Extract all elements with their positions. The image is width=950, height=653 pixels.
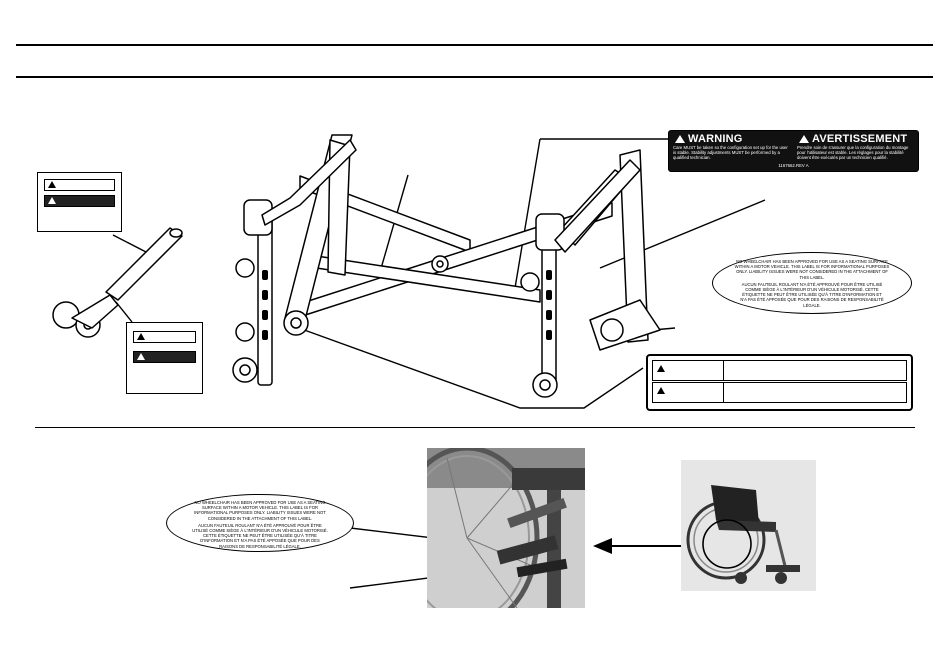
warning-triangle-icon: [48, 181, 56, 188]
top-rule: [16, 44, 933, 46]
warning-heading-fr: AVERTISSEMENT: [812, 133, 908, 145]
wheelchair-photo: [681, 460, 816, 591]
leader-line: [112, 234, 147, 253]
section-divider: [35, 427, 915, 428]
highlight-circle: [702, 519, 752, 569]
frame-closeup-photo: [427, 448, 585, 608]
warning-body-en: Care MUST be taken so the configuration …: [673, 145, 788, 160]
warning-triangle-icon: [48, 197, 56, 204]
warning-triangle-icon: [137, 333, 145, 340]
transport-label-top: NO WHEELCHAIR HAS BEEN APPROVED FOR USE …: [712, 252, 912, 314]
warning-triangle-icon: [657, 365, 665, 372]
warning-decal-upper: [37, 172, 122, 232]
warning-heading-en: WARNING: [688, 133, 743, 145]
warning-decal-lower: [126, 322, 203, 394]
transport-label-bottom: NO WHEELCHAIR HAS BEEN APPROVED FOR USE …: [166, 494, 354, 552]
transport-label-fr: AUCUN FAUTEUIL ROULANT N'A ÉTÉ APPROUVÉ …: [192, 522, 328, 549]
tipping-lever: [52, 227, 183, 338]
transport-label-fr: AUCUN FAUTEUIL ROULANT N'A ÉTÉ APPROUVÉ …: [740, 281, 884, 308]
leader-line: [514, 138, 541, 289]
warning-label-table: [646, 354, 913, 411]
arrow-icon: [593, 538, 612, 554]
stability-warning-label: WARNING AVERTISSEMENT Care MUST be taken…: [668, 130, 919, 172]
warning-triangle-icon: [675, 135, 685, 143]
warning-triangle-icon: [657, 387, 665, 394]
warning-body-fr: Prendre soin de s'assurer que la configu…: [797, 145, 909, 160]
warning-triangle-icon: [799, 135, 809, 143]
transport-label-en: NO WHEELCHAIR HAS BEEN APPROVED FOR USE …: [734, 259, 890, 280]
leader-line: [295, 326, 644, 409]
transport-label-en: NO WHEELCHAIR HAS BEEN APPROVED FOR USE …: [194, 500, 326, 521]
warning-reference: 1167662.REV A: [778, 163, 809, 168]
warning-triangle-icon: [137, 353, 145, 360]
header-rule: [16, 76, 933, 78]
